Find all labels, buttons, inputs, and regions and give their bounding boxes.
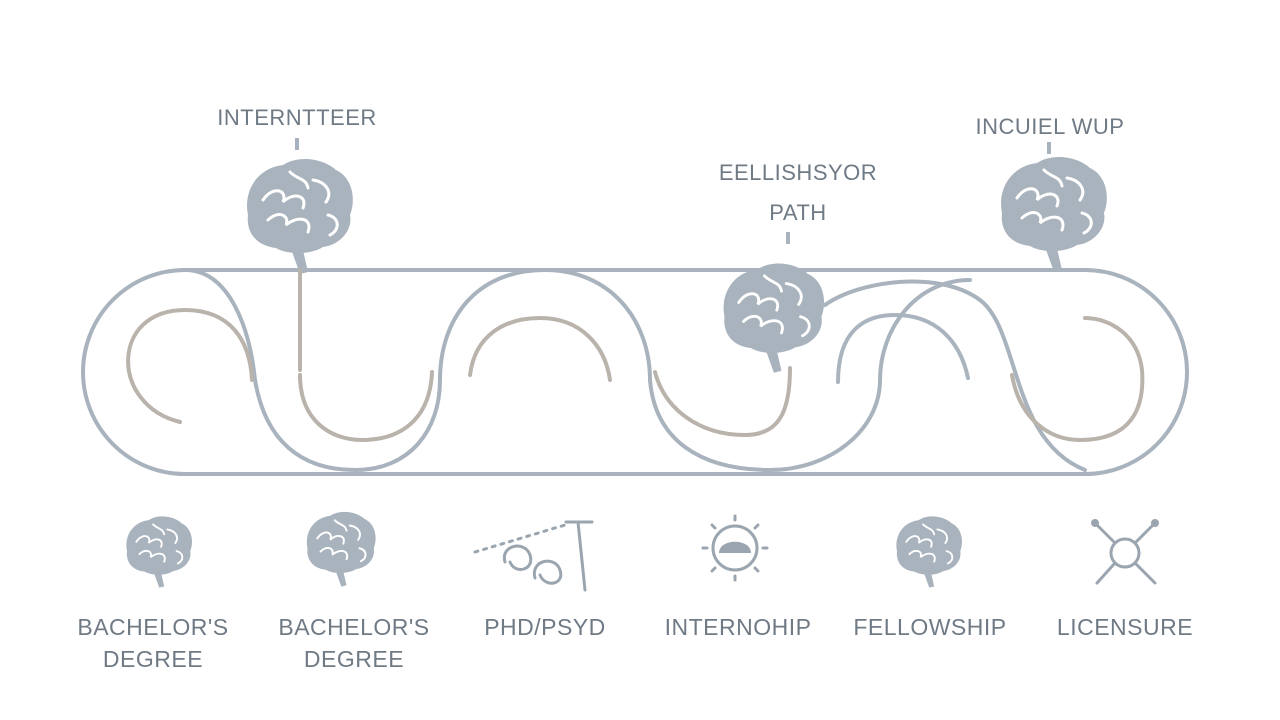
squiggle-icon-step-3 bbox=[473, 520, 594, 592]
step-2-label-line2: DEGREE bbox=[304, 646, 404, 672]
brain-icon-top-middle bbox=[722, 262, 826, 375]
step-4-label: INTERNOHIP bbox=[665, 614, 812, 640]
wave-track-right bbox=[823, 279, 1087, 472]
tick-mark bbox=[786, 232, 790, 244]
top-label-left: INTERNTTEER bbox=[217, 105, 377, 130]
wave-track bbox=[183, 267, 972, 473]
step-3-label: PHD/PSYD bbox=[484, 614, 606, 640]
step-5-label: FELLOWSHIP bbox=[853, 614, 1006, 640]
sun-brain-icon-step-4 bbox=[701, 514, 769, 582]
inner-arc-1 bbox=[126, 307, 254, 424]
inner-arc-4 bbox=[653, 366, 792, 438]
brain-icon-step-1 bbox=[125, 515, 193, 589]
inner-arc-5 bbox=[836, 312, 970, 384]
brain-icon-top-left bbox=[245, 157, 355, 276]
inner-arc-2 bbox=[298, 370, 434, 443]
step-1-label-line2: DEGREE bbox=[103, 646, 203, 672]
step-6-label: LICENSURE bbox=[1057, 614, 1193, 640]
outer-track bbox=[81, 268, 1189, 476]
inner-arc-3 bbox=[468, 315, 612, 382]
top-label-middle-line2: PATH bbox=[769, 200, 826, 225]
crossed-tools-icon-step-6 bbox=[1091, 519, 1159, 585]
top-label-middle-line1: EELLISHSYOR bbox=[719, 160, 877, 185]
step-2-label-line1: BACHELOR'S bbox=[278, 614, 429, 640]
top-label-right: INCUIEL WUP bbox=[976, 114, 1125, 139]
tick-mark bbox=[295, 138, 299, 150]
brain-icon-top-right bbox=[999, 155, 1109, 274]
step-1-label-line1: BACHELOR'S bbox=[77, 614, 228, 640]
tick-mark bbox=[1047, 142, 1051, 154]
brain-icon-step-2 bbox=[305, 510, 377, 588]
inner-arc-6 bbox=[1010, 316, 1145, 443]
brain-icon-step-5 bbox=[895, 515, 963, 589]
